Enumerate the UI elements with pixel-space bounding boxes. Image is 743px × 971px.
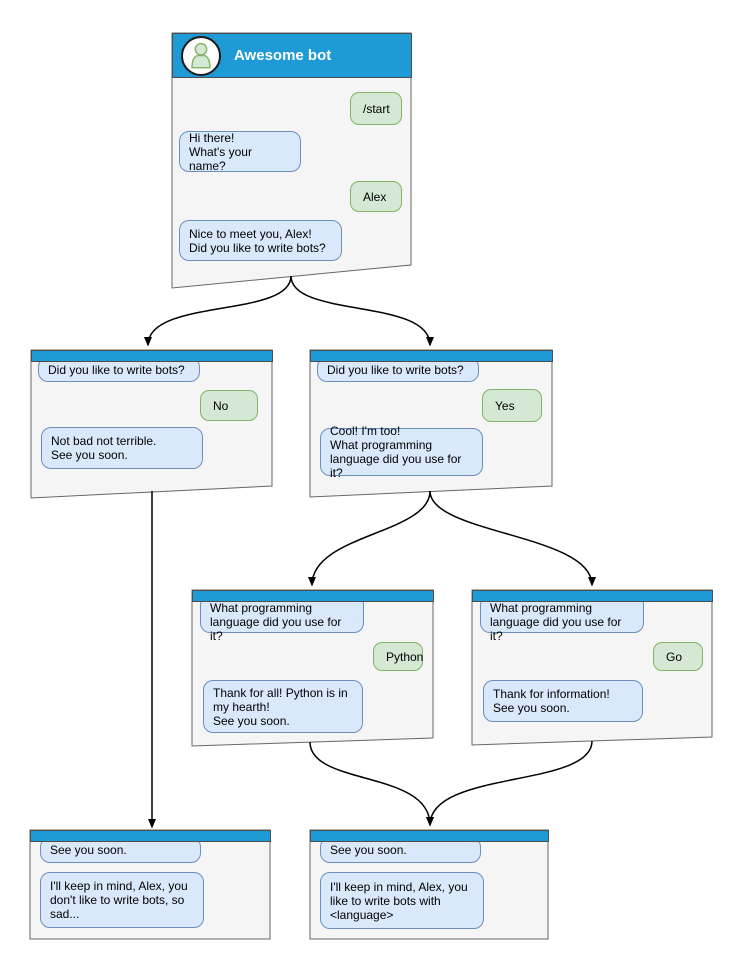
window-titlebar: [30, 830, 271, 842]
chat-window-header: Awesome bot: [172, 33, 412, 78]
user-message-bubble: Alex: [350, 181, 402, 212]
window-titlebar: [31, 350, 273, 362]
user-message-bubble: /start: [350, 92, 402, 125]
arrow-main-to-yes: [290, 275, 434, 347]
arrow-main-to-no: [144, 275, 292, 347]
bot-message-bubble: I'll keep in mind, Alex, you don't like …: [40, 872, 204, 928]
bot-message-bubble: Nice to meet you, Alex! Did you like to …: [179, 220, 342, 261]
user-message-bubble: Python: [373, 642, 423, 671]
bot-message-bubble: Thank for all! Python is in my hearth! S…: [203, 680, 363, 733]
arrow-go-to-end: [426, 740, 593, 827]
bot-message-bubble: Thank for information! See you soon.: [483, 680, 643, 722]
arrow-yes-to-python: [308, 490, 431, 587]
bot-message-bubble: I'll keep in mind, Alex, you like to wri…: [320, 872, 484, 929]
window-titlebar: [472, 590, 713, 602]
window-titlebar: [310, 830, 549, 842]
person-icon: [191, 42, 211, 69]
bot-message-bubble: Cool! I'm too! What programming language…: [320, 424, 483, 480]
user-message-bubble: Yes: [482, 389, 542, 422]
window-titlebar: [310, 350, 553, 362]
arrow-yes-to-go: [429, 490, 596, 587]
user-message-bubble: No: [200, 390, 258, 421]
chat-window-title: Awesome bot: [234, 47, 332, 64]
bot-avatar: [181, 36, 221, 76]
bot-message-bubble: Not bad not terrible. See you soon.: [41, 427, 203, 469]
arrow-python-to-end: [309, 741, 434, 827]
window-titlebar: [192, 590, 434, 602]
bot-message-bubble: Hi there! What's your name?: [179, 131, 301, 173]
user-message-bubble: Go: [653, 642, 703, 671]
